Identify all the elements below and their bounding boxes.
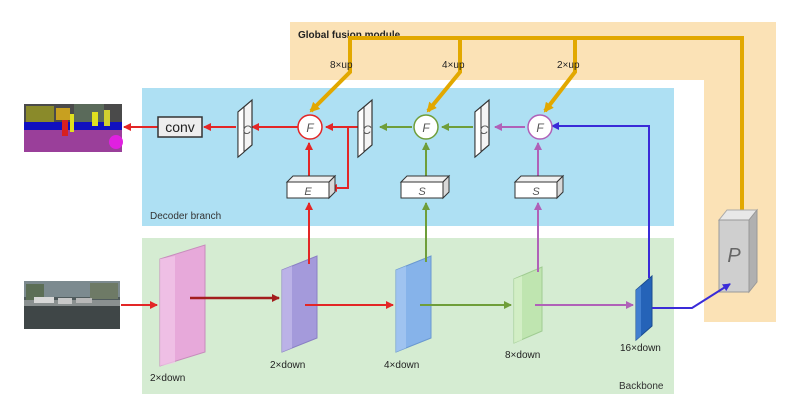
backbone-label: Backbone [619,381,664,392]
backbone-block-3 [395,255,432,353]
concat-block-1 [237,98,253,159]
vertical-arrows [305,122,650,278]
semantic-letter-2: S [532,186,540,198]
fusion-node-2 [413,114,439,140]
backbone-block-1 [159,244,206,367]
concat-block-3 [474,98,490,159]
gold-arrow-8x [309,36,744,215]
label-block5-down: 16×down [620,343,661,354]
gold-arrow-4x [426,38,462,113]
fusion-letter-3: F [536,121,544,135]
semantic-module-box-2 [513,174,565,200]
fusion-letter-1: F [306,121,314,135]
pooling-block [717,208,759,294]
label-block4-down: 8×down [505,350,540,361]
pooling-letter: P [727,245,741,267]
concat-block-2 [357,98,373,159]
label-block3-down: 4×down [384,360,419,371]
label-8x-up: 8×up [330,60,353,71]
label-block2-down: 2×down [270,360,305,371]
backbone-arrows [121,283,731,309]
gold-arrow-2x [543,38,577,113]
fusion-node-1 [297,114,323,140]
edge-letter: E [304,186,312,198]
global-fusion-arrows [309,36,744,215]
backbone-block-5 [635,274,653,342]
decoder-label: Decoder branch [150,211,221,222]
backbone-block-4 [513,266,543,344]
conv-box [157,116,203,138]
fusion-node-3 [527,114,553,140]
decoder-region [142,88,674,226]
concat-letter-1: C [243,123,252,137]
label-block1-down: 2×down [150,373,185,384]
edge-module-box [285,174,337,200]
global-fusion-label: Global fusion module [298,30,401,41]
backbone-block-2 [281,255,318,353]
conv-label: conv [165,119,195,135]
decoder-arrows [123,123,525,192]
label-2x-up: 2×up [557,60,580,71]
fusion-letter-2: F [422,121,430,135]
global-fusion-top-band [290,22,776,80]
concat-letter-2: C [363,123,372,137]
output-segmentation-image [24,104,123,152]
label-4x-up: 4×up [442,60,465,71]
input-street-image [24,281,120,329]
semantic-letter-1: S [418,186,426,198]
semantic-module-box-1 [399,174,451,200]
concat-letter-3: C [480,123,489,137]
